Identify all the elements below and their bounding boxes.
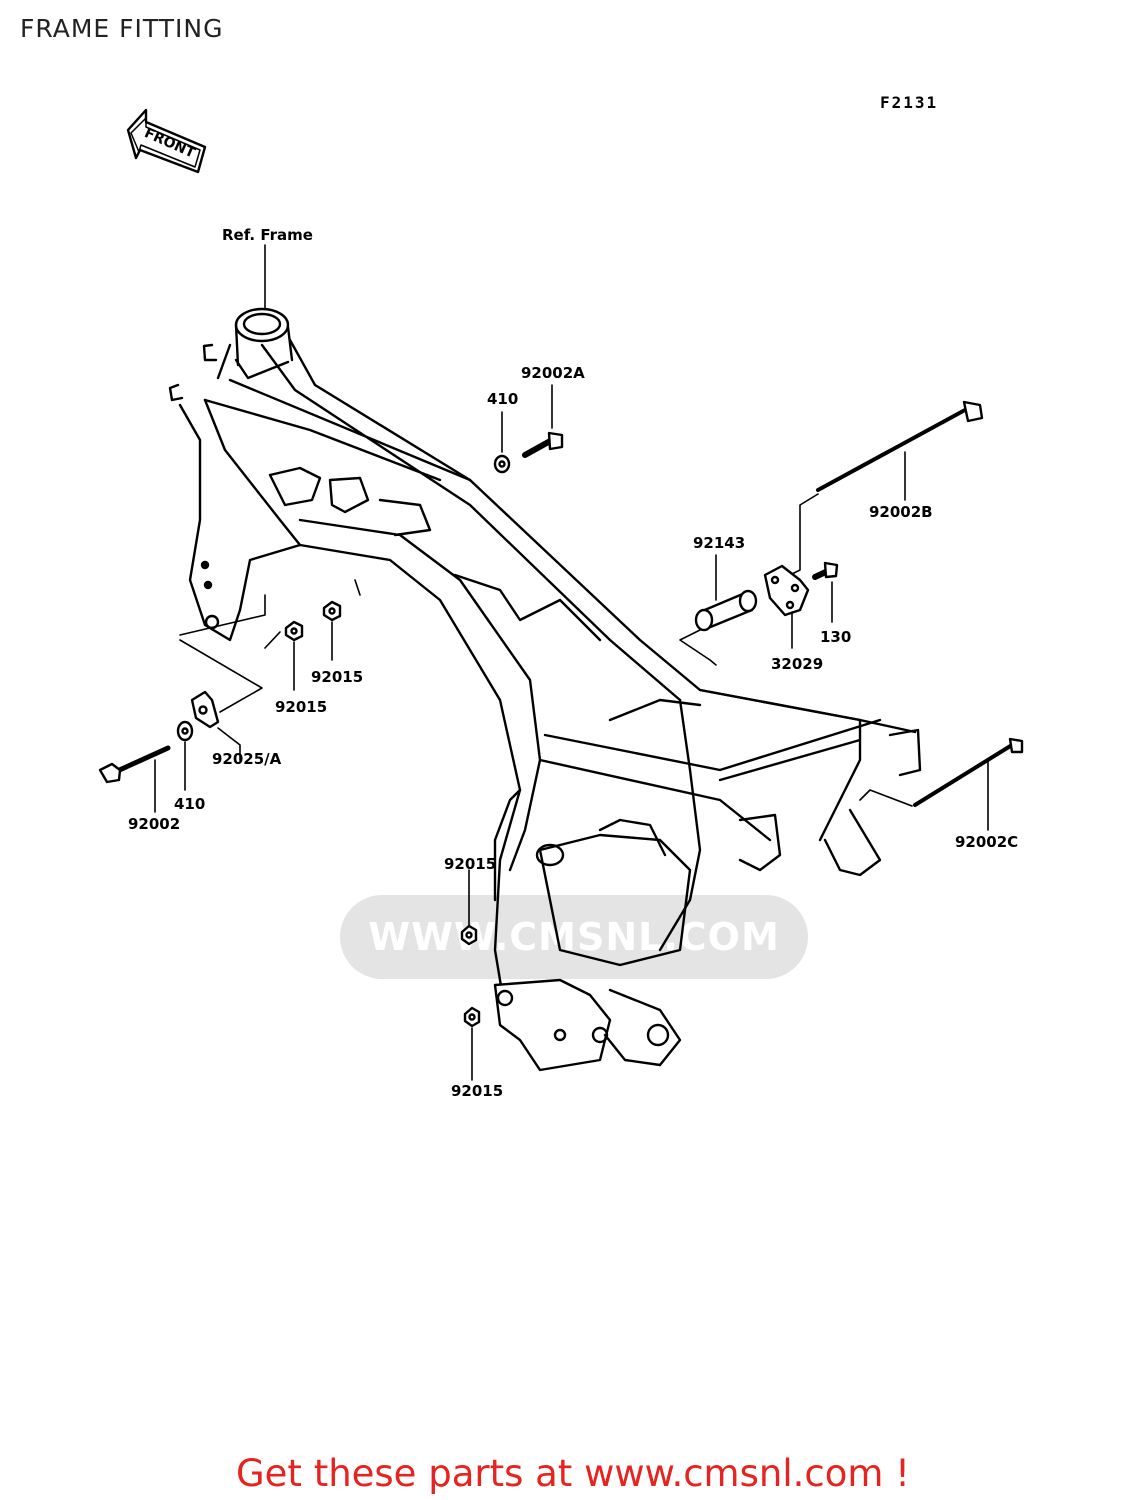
label-410-top: 410 <box>487 390 519 408</box>
label-92002a: 92002A <box>521 364 585 382</box>
washer-410-left <box>176 720 194 791</box>
label-410-left: 410 <box>174 795 206 813</box>
bolt-92002b <box>789 400 984 576</box>
frame-main <box>178 338 922 1072</box>
label-ref-frame: Ref. Frame <box>222 226 313 244</box>
label-92015-b: 92015 <box>275 698 328 716</box>
label-92015-c: 92015 <box>444 855 497 873</box>
nut-92015-a <box>322 600 342 661</box>
plate-92025a <box>190 690 241 761</box>
label-92143: 92143 <box>693 534 746 552</box>
page-title: FRAME FITTING <box>20 14 224 43</box>
washer-410-top <box>493 411 511 474</box>
label-92025a: 92025/A <box>212 750 282 768</box>
label-92002c: 92002C <box>955 833 1019 851</box>
collar-92143 <box>679 554 758 666</box>
nut-92015-d <box>463 1006 481 1081</box>
label-92002b: 92002B <box>869 503 933 521</box>
bolt-92002 <box>98 745 171 813</box>
bolt-130 <box>812 561 839 623</box>
label-92015-d: 92015 <box>451 1082 504 1100</box>
figure-id: F2131 <box>880 93 939 112</box>
bolt-92002c <box>859 737 1024 831</box>
front-arrow-icon: FRONT <box>126 108 207 174</box>
label-32029: 32029 <box>771 655 824 673</box>
bolt-92002a <box>522 384 564 458</box>
nut-92015-b <box>284 620 304 691</box>
promo-link[interactable]: Get these parts at www.cmsnl.com ! <box>235 1452 910 1495</box>
label-92015-a: 92015 <box>311 668 364 686</box>
label-92002: 92002 <box>128 815 181 833</box>
nut-92015-c <box>460 869 478 946</box>
watermark: WWW.CMSNL.COM <box>340 895 808 979</box>
plate-32029 <box>763 564 810 649</box>
label-130: 130 <box>820 628 852 646</box>
frame-headstock <box>168 244 294 402</box>
